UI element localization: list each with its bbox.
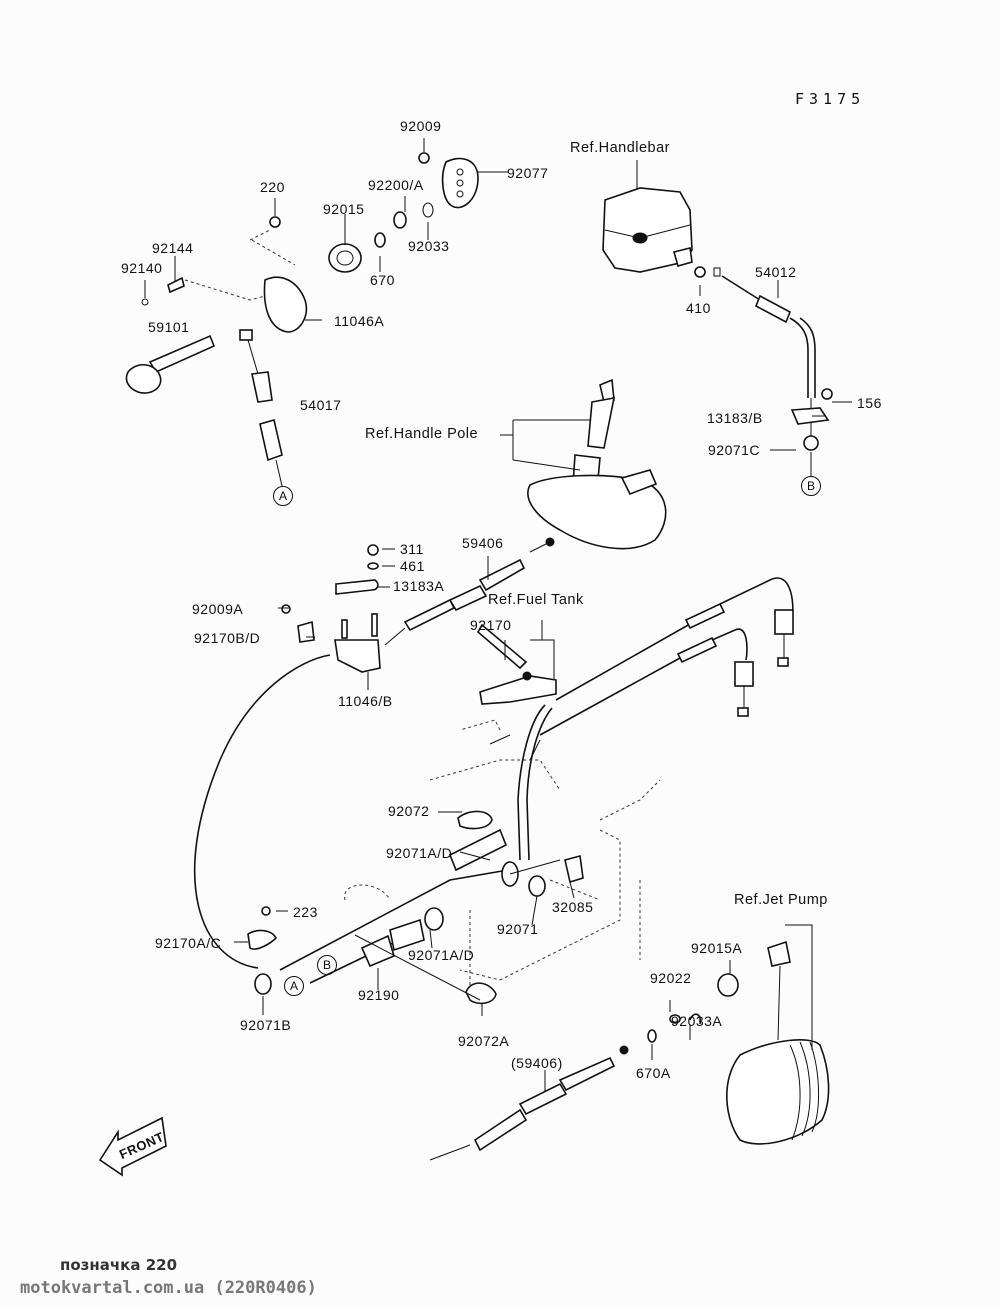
part-label-92071C: 92071C xyxy=(708,442,761,458)
part-label-92071: 92071 xyxy=(497,921,539,937)
part-label-92072: 92072 xyxy=(388,803,430,819)
part-label-54012: 54012 xyxy=(755,264,797,280)
part-label-670A: 670A xyxy=(636,1065,671,1081)
part-label-92015A: 92015A xyxy=(691,940,743,956)
part-label-59406: 59406 xyxy=(462,535,504,551)
part-label-92072A: 92072A xyxy=(458,1033,510,1049)
part-label-59406-paren: (59406) xyxy=(511,1055,563,1071)
connector-a-top: A xyxy=(273,486,293,506)
part-label-223: 223 xyxy=(293,904,318,920)
part-label-13183A: 13183A xyxy=(393,578,445,594)
part-label-92071AD-upper: 92071A/D xyxy=(386,845,453,861)
part-label-11046A: 11046A xyxy=(334,313,385,329)
part-label-410: 410 xyxy=(686,300,711,316)
part-label-11046B: 11046/B xyxy=(338,693,393,709)
part-label-92015: 92015 xyxy=(323,201,365,217)
part-label-92140: 92140 xyxy=(121,260,163,276)
part-label-32085: 32085 xyxy=(552,899,594,915)
part-label-92009: 92009 xyxy=(400,118,442,134)
connector-b-top: B xyxy=(801,476,821,496)
connector-b-bottom: B xyxy=(317,955,337,975)
footer-source: motokvartal.com.ua (220R0406) xyxy=(20,1278,317,1298)
part-label-670: 670 xyxy=(370,272,395,288)
ref-handlebar-label: Ref.Handlebar xyxy=(570,140,670,156)
part-label-92009A: 92009A xyxy=(192,601,244,617)
connector-a-bottom: A xyxy=(284,976,304,996)
part-label-92033: 92033 xyxy=(408,238,450,254)
part-label-92144: 92144 xyxy=(152,240,194,256)
part-label-92071B: 92071B xyxy=(240,1017,292,1033)
handlebar-housing-drawing xyxy=(602,187,721,278)
part-label-156: 156 xyxy=(857,395,882,411)
part-label-13183B: 13183/B xyxy=(707,410,763,426)
part-label-92190: 92190 xyxy=(358,987,400,1003)
part-label-59101: 59101 xyxy=(148,319,190,335)
ref-fuel-tank-label: Ref.Fuel Tank xyxy=(488,592,584,608)
part-label-311: 311 xyxy=(400,541,424,557)
part-label-92077: 92077 xyxy=(507,165,549,181)
footer-caption: позначка 220 xyxy=(60,1256,178,1274)
ref-jet-pump-label: Ref.Jet Pump xyxy=(734,892,828,908)
part-label-54017: 54017 xyxy=(300,397,342,413)
part-label-92033A: 92033A xyxy=(671,1013,723,1029)
ref-handle-pole-label: Ref.Handle Pole xyxy=(365,426,479,442)
front-arrow-drawing xyxy=(98,1116,167,1177)
part-label-92200A: 92200/A xyxy=(368,177,424,193)
part-label-220: 220 xyxy=(260,179,285,195)
part-label-92170AC: 92170A/C xyxy=(155,935,222,951)
diagram-code: F3175 xyxy=(795,90,866,108)
part-label-92170BD: 92170B/D xyxy=(194,630,261,646)
part-label-92170: 92170 xyxy=(470,617,512,633)
part-label-92022: 92022 xyxy=(650,970,692,986)
part-label-92071AD-lower: 92071A/D xyxy=(408,947,475,963)
part-label-461: 461 xyxy=(400,558,425,574)
